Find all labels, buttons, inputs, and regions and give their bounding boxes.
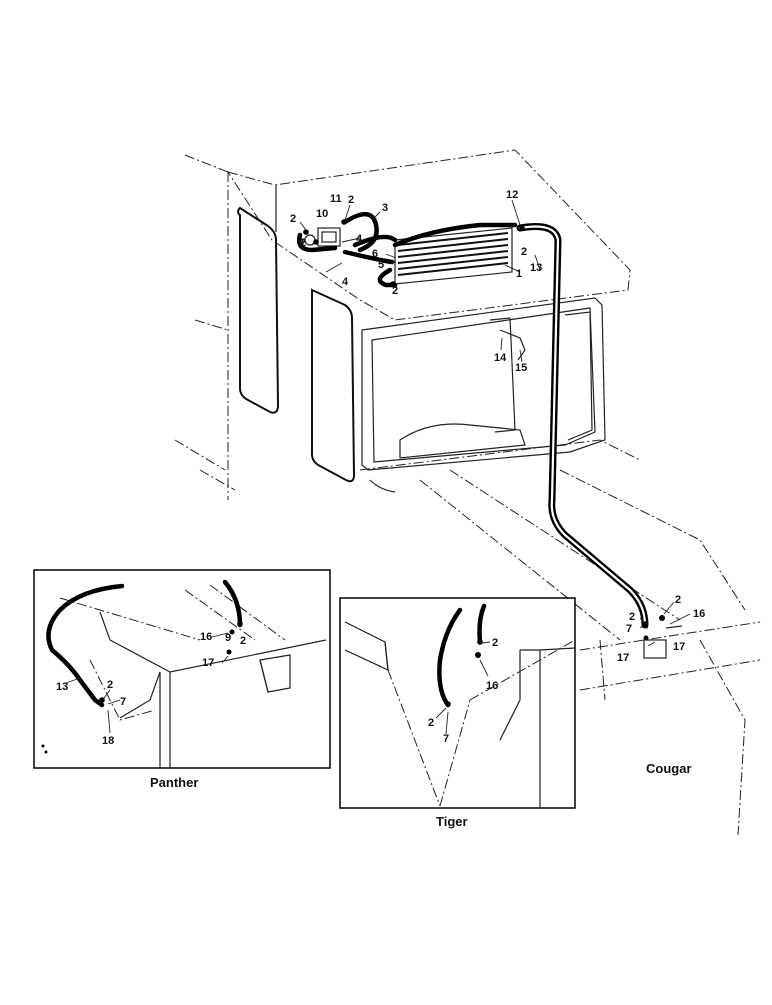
callout-17: 17 <box>673 641 685 653</box>
panther-caption: Panther <box>150 775 198 790</box>
panther-inset: 13 2 7 18 16 9 2 17 <box>33 569 331 769</box>
callout-9: 9 <box>225 632 231 644</box>
callout-2: 2 <box>107 679 113 691</box>
callout-2: 2 <box>348 194 354 206</box>
callout-16: 16 <box>486 680 498 692</box>
callout-7: 7 <box>626 623 632 635</box>
callout-2: 2 <box>300 237 306 249</box>
cougar-caption: Cougar <box>646 761 692 776</box>
callout-2: 2 <box>290 213 296 225</box>
callout-14: 14 <box>494 352 507 364</box>
callout-12: 12 <box>506 189 518 201</box>
main-leaders <box>299 199 691 647</box>
callout-2: 2 <box>521 246 527 258</box>
callout-1: 1 <box>516 268 522 280</box>
callout-17: 17 <box>617 652 629 664</box>
callout-13: 13 <box>530 262 542 274</box>
callout-17: 17 <box>202 657 214 669</box>
hose-fittings <box>499 329 683 659</box>
heater-core <box>394 227 513 285</box>
callout-2: 2 <box>629 611 635 623</box>
callout-3: 3 <box>382 202 388 214</box>
callout-18: 18 <box>102 735 114 747</box>
callout-2: 2 <box>428 717 434 729</box>
callout-4: 4 <box>342 276 349 288</box>
heater-hoses <box>297 212 649 629</box>
callout-7: 7 <box>120 696 126 708</box>
callout-6: 6 <box>372 248 378 260</box>
callout-13: 13 <box>56 681 68 693</box>
callout-5: 5 <box>378 259 384 271</box>
callout-15: 15 <box>515 362 527 374</box>
callout-4: 4 <box>356 233 363 245</box>
main-callouts: 1 2 2 2 2 2 3 4 4 5 6 9 10 11 12 13 14 1… <box>290 189 705 664</box>
callout-2: 2 <box>392 285 398 297</box>
callout-11: 11 <box>330 193 342 205</box>
tiger-inset: 2 16 2 7 <box>339 597 576 809</box>
hose-clamps <box>303 219 665 641</box>
heater-unit <box>304 227 341 247</box>
callout-2: 2 <box>240 635 246 647</box>
callout-16: 16 <box>693 608 705 620</box>
callout-2: 2 <box>675 594 681 606</box>
tiger-caption: Tiger <box>436 814 468 829</box>
callout-2: 2 <box>492 637 498 649</box>
callout-10: 10 <box>316 208 328 220</box>
callout-16: 16 <box>200 631 212 643</box>
callout-7: 7 <box>443 733 449 745</box>
callout-9: 9 <box>298 237 304 249</box>
cab-outline <box>174 149 761 836</box>
